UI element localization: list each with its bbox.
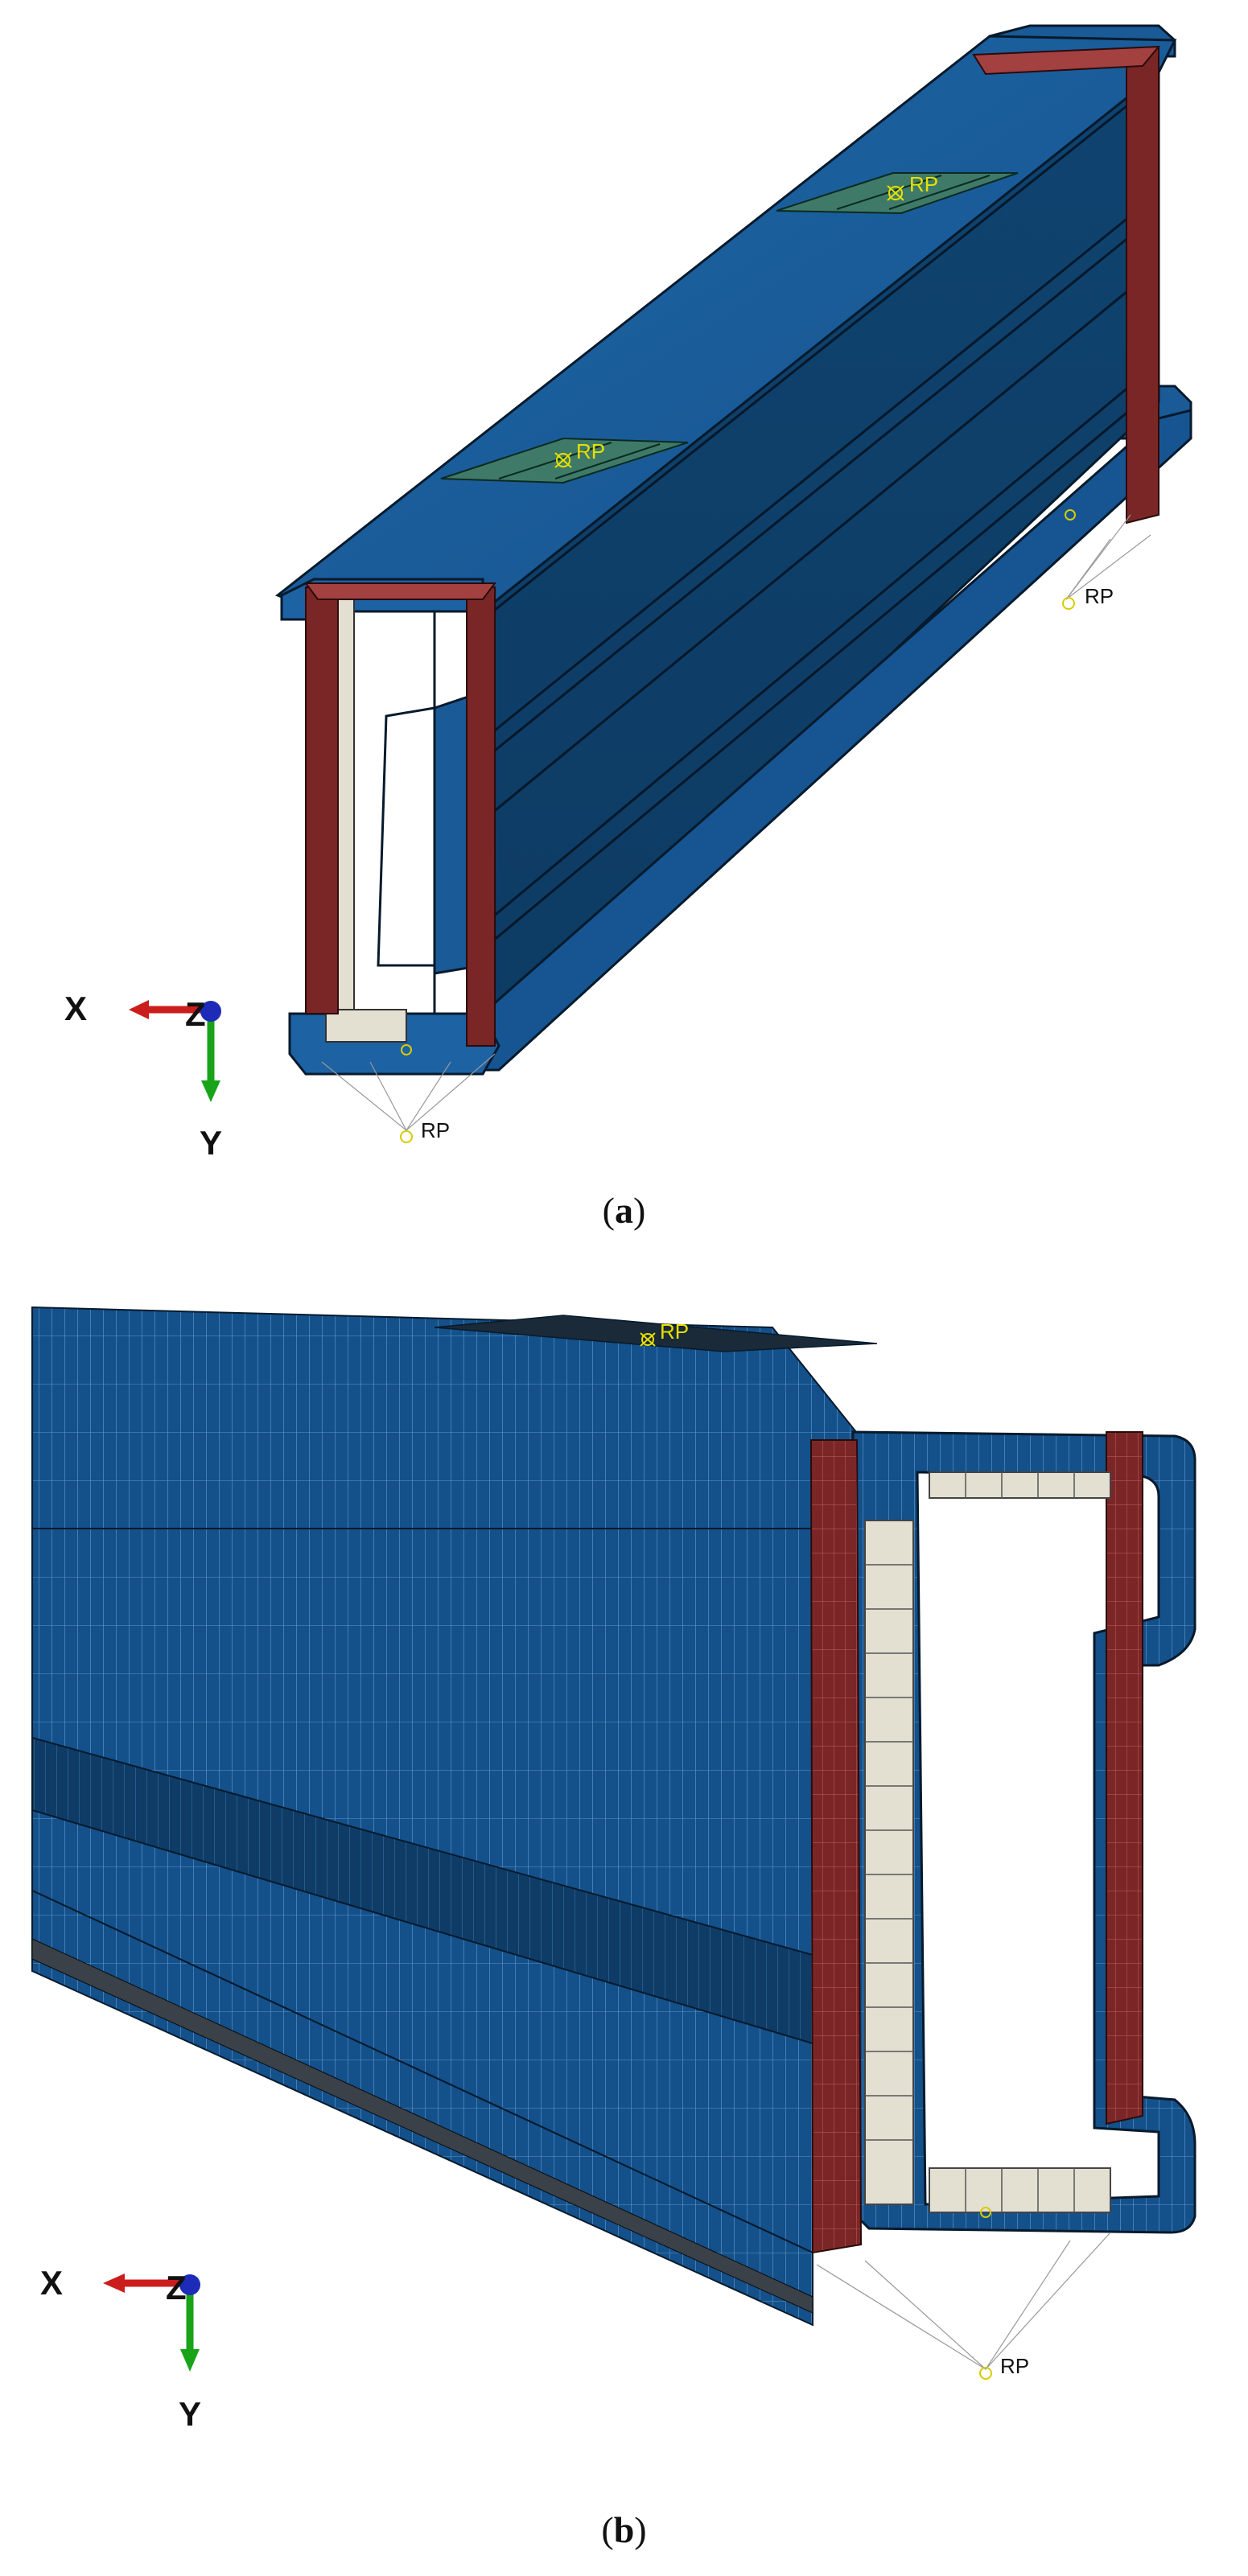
rp-label: RP bbox=[576, 439, 605, 463]
rp-label: RP bbox=[660, 1319, 689, 1344]
rp-label: RP bbox=[1085, 584, 1114, 608]
rp-label: RP bbox=[909, 172, 938, 196]
far-red-plate bbox=[1106, 1431, 1143, 2125]
panel-b-model: RP RP X Z Y bbox=[31, 1306, 1197, 2433]
axis-y-label: Y bbox=[200, 1124, 222, 1162]
rp-label: RP bbox=[1000, 2354, 1029, 2378]
axis-triad-b: X Z Y bbox=[40, 2264, 201, 2433]
panel-a-caption-letter: a bbox=[615, 1190, 633, 1231]
panel-a-caption: (a) bbox=[602, 1190, 646, 1231]
axis-x-label: X bbox=[40, 2264, 63, 2302]
rp-marker-support-far: RP bbox=[1062, 509, 1151, 610]
axis-y-label: Y bbox=[179, 2395, 201, 2433]
load-plate-top bbox=[434, 1315, 878, 1352]
panel-b: RP RP X Z Y (b) bbox=[0, 1287, 1248, 2576]
axis-z-label: Z bbox=[166, 2269, 187, 2306]
panel-b-caption: (b) bbox=[601, 2509, 647, 2550]
rp-marker-top: RP bbox=[640, 1319, 689, 1347]
rp-marker-load-1: RP bbox=[554, 439, 605, 468]
rp-marker-load-2: RP bbox=[887, 172, 938, 201]
near-end-red-plate bbox=[304, 582, 496, 1047]
panel-a: RP RP RP RP bbox=[0, 0, 1248, 1287]
beam-groove-lines bbox=[482, 79, 1159, 951]
rp-marker-support: RP bbox=[816, 2207, 1111, 2380]
rp-marker-support-near: RP bbox=[321, 1044, 496, 1143]
mesh-bottom-edge bbox=[31, 1938, 813, 2314]
far-end-red-plate bbox=[972, 45, 1161, 525]
axis-x-label: X bbox=[64, 990, 87, 1027]
rp-label: RP bbox=[421, 1118, 450, 1142]
axis-triad-a: X Z Y bbox=[64, 990, 222, 1162]
mesh-stiffener bbox=[864, 1471, 1111, 2213]
near-red-plate bbox=[809, 1439, 863, 2254]
panel-b-caption-letter: b bbox=[613, 2509, 635, 2550]
axis-z-label: Z bbox=[185, 995, 206, 1033]
stiffener-mesh-lines bbox=[865, 1472, 1075, 2212]
panel-a-model: RP RP RP RP bbox=[64, 24, 1192, 1162]
